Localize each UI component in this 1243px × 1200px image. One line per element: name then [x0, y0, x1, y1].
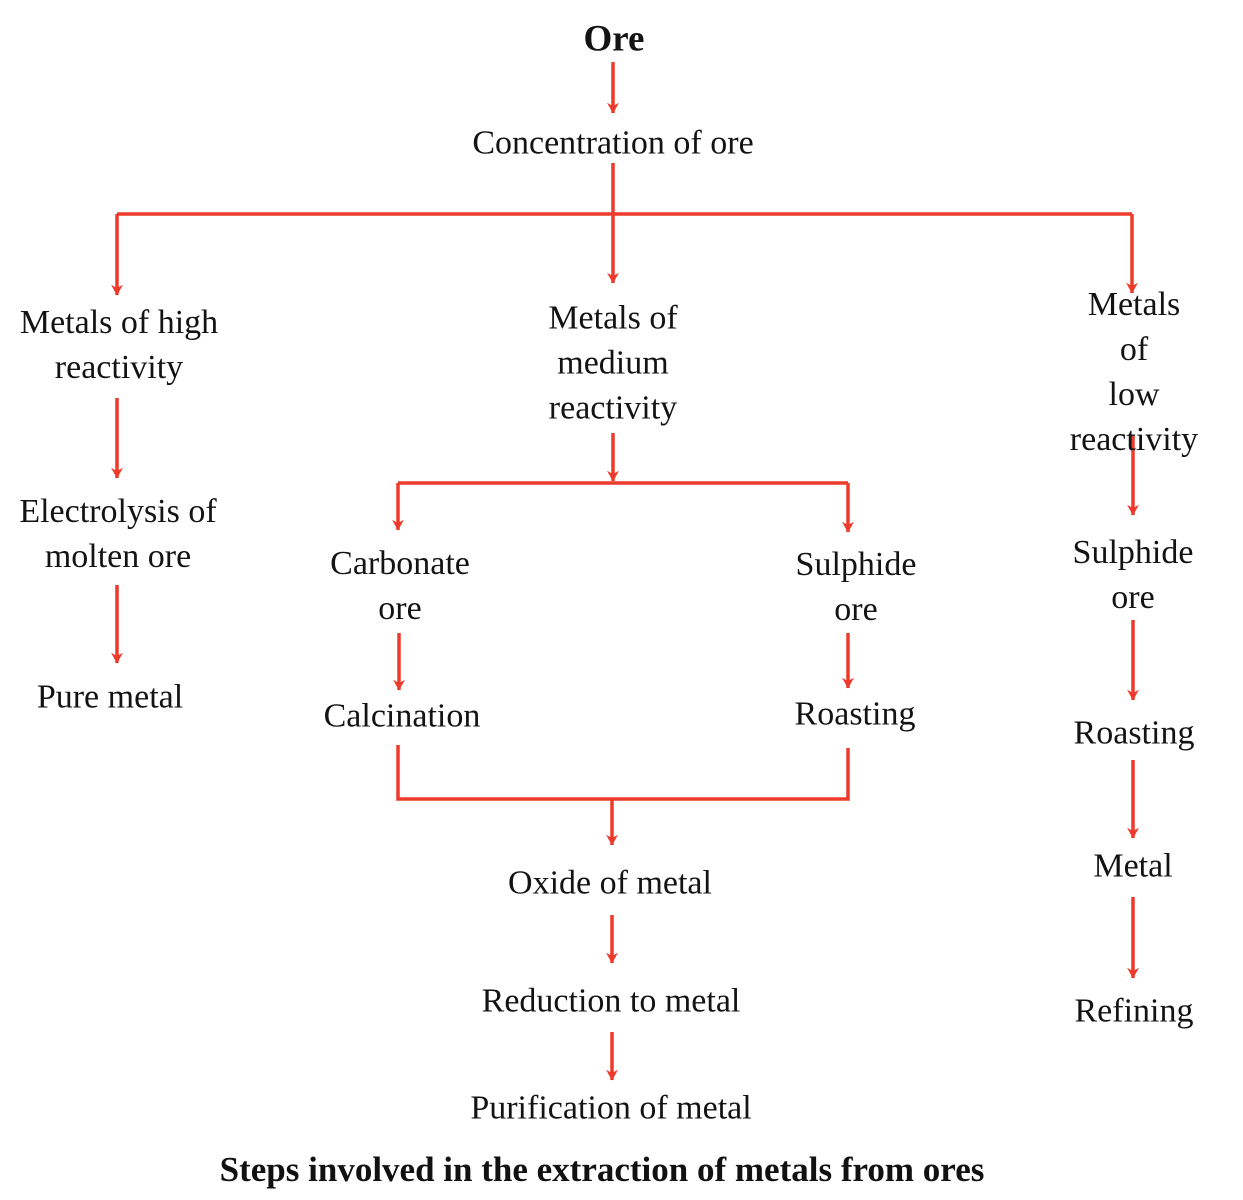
- node-metals-of-medium-reactivity: Metals of medium reactivity: [548, 299, 678, 427]
- node-sulphide-ore-medium: Sulphide ore: [795, 546, 917, 628]
- node-electrolysis-of-molten-ore: Electrolysis of molten ore: [19, 493, 217, 575]
- node-ore: Ore: [583, 18, 645, 60]
- node-metal: Metal: [1093, 847, 1173, 885]
- node-sulphide-ore-low: Sulphide ore: [1072, 534, 1194, 616]
- node-oxide-of-metal: Oxide of metal: [508, 864, 712, 902]
- node-pure-metal: Pure metal: [36, 678, 184, 716]
- node-calcination: Calcination: [323, 697, 481, 735]
- node-reduction-to-metal: Reduction to metal: [481, 982, 741, 1020]
- node-concentration-of-ore: Concentration of ore: [472, 124, 754, 162]
- node-metals-of-low-reactivity: Metals of low reactivity: [1069, 286, 1199, 458]
- node-roasting-medium: Roasting: [794, 695, 916, 733]
- node-purification-of-metal: Purification of metal: [470, 1089, 752, 1127]
- line-merge-u: [396, 745, 850, 801]
- node-roasting-low: Roasting: [1073, 714, 1195, 752]
- node-refining: Refining: [1074, 992, 1194, 1030]
- node-carbonate-ore: Carbonate ore: [330, 545, 470, 627]
- diagram-caption: Steps involved in the extraction of meta…: [219, 1150, 985, 1189]
- node-metals-of-high-reactivity: Metals of high reactivity: [19, 304, 219, 386]
- connectors: [111, 62, 1139, 1081]
